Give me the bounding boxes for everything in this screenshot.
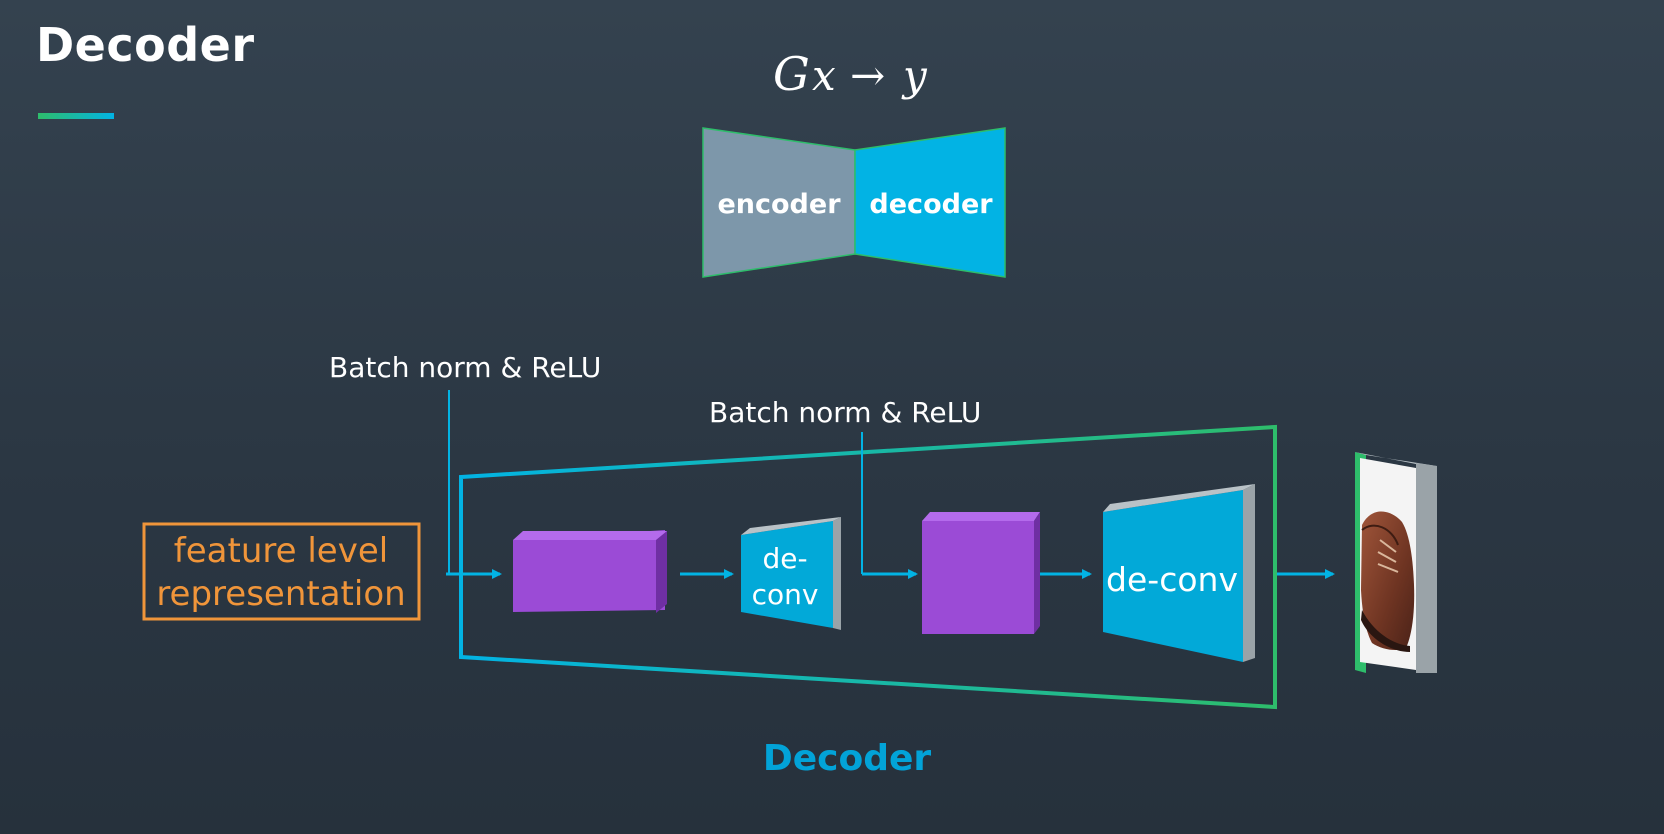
encoder-decoder-bowtie: encoder decoder [702,127,1006,278]
feature-level-box: feature level representation [142,522,421,621]
formula-x: x [812,51,836,100]
decoder-frame [459,424,1277,710]
decoder-shape [854,127,1006,278]
output-image-panel [1355,452,1437,673]
formula-g: G [773,47,810,101]
deconv-block-large: de-conv [1103,484,1255,662]
activation-block-1 [513,530,667,613]
activation-block-1-top [513,531,667,540]
deconv-small-front [741,521,833,628]
formula-y: y [901,51,928,100]
deconv-large-top [1103,484,1255,512]
activation-block-1-side [656,531,667,613]
shoe-icon [1361,511,1415,652]
deconv-large-side [1243,484,1255,662]
encoder-label: encoder [717,189,841,220]
deconv-large-front [1103,490,1243,662]
deconv-small-top [741,517,841,535]
formula: G x → y [773,47,928,101]
formula-arrow: → [850,51,885,100]
activation-block-2 [922,512,1040,634]
decoder-caption: Decoder [763,738,932,779]
activation-block-2-front [922,521,1034,634]
feature-level-line1: feature level [174,531,388,571]
feature-level-border [142,522,421,621]
deconv-block-small: de- conv [741,517,841,630]
title-underline [38,113,114,119]
batch-norm-relu-label-2: Batch norm & ReLU [709,396,981,429]
decoder-label: decoder [869,189,993,220]
output-panel-side [1416,463,1437,673]
batch-norm-relu-label-1: Batch norm & ReLU [329,351,601,384]
activation-block-1-front [513,530,665,612]
slide-title: Decoder [36,18,255,72]
deconv-small-label-2: conv [752,578,819,611]
deconv-large-label: de-conv [1106,560,1238,599]
deconv-small-side [833,517,841,630]
feature-level-line2: representation [156,574,405,614]
deconv-small-label-1: de- [762,542,807,575]
activation-block-2-side [1034,512,1040,634]
activation-block-2-top [922,512,1040,521]
